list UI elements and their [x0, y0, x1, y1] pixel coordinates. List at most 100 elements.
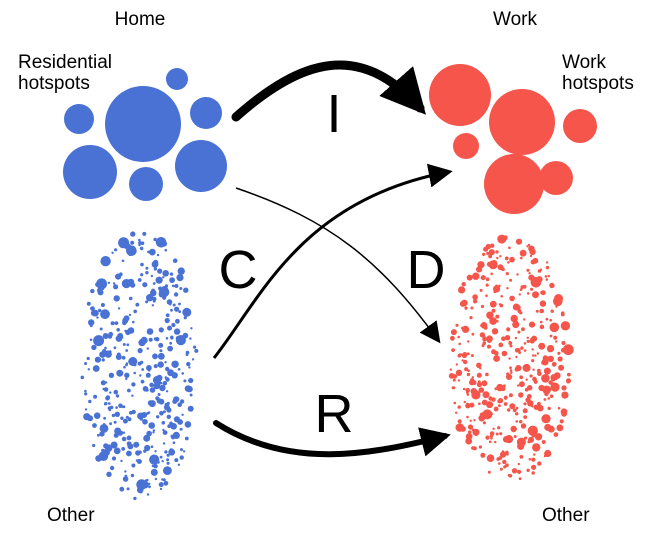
other-work-dot [543, 398, 547, 401]
other-home-dot [139, 374, 142, 377]
other-work-dot [464, 306, 468, 310]
other-home-dot [170, 336, 174, 340]
other-work-dot [523, 415, 528, 419]
other-work-dot [516, 273, 519, 276]
other-home-dot [130, 231, 136, 237]
other-work-dot [519, 311, 523, 315]
other-home-dot [188, 366, 191, 369]
other-work-dot [470, 354, 474, 358]
other-home-dot [90, 310, 98, 317]
other-work-dot [466, 352, 470, 356]
home-column-title: Home [115, 9, 166, 30]
other-home-dot [119, 486, 125, 492]
other-home-dot [155, 276, 163, 284]
other-home-dot [100, 380, 106, 386]
other-work-dot [481, 380, 488, 387]
other-work-dot [531, 464, 537, 470]
other-work-dot [549, 322, 560, 333]
other-work-dot [561, 391, 569, 399]
other-work-dot [531, 405, 534, 408]
other-work-dot [511, 468, 518, 474]
other-work-dot [521, 327, 525, 332]
other-work-dot [551, 361, 557, 367]
other-work-dot [517, 462, 521, 466]
other-home-dot [126, 245, 137, 256]
other-work-dot [510, 371, 513, 374]
other-work-dot [515, 412, 519, 416]
other-home-dot [167, 345, 174, 352]
other-work-dot [494, 350, 499, 356]
other-work-dot [555, 340, 558, 343]
other-work-dot [523, 318, 526, 321]
other-home-dot [188, 377, 194, 384]
other-home-dot [114, 248, 118, 252]
other-work-dot [532, 376, 537, 382]
work-hotspot-cluster [429, 64, 597, 214]
other-home-dot [146, 493, 150, 496]
other-work-dot [545, 388, 548, 392]
residential-hotspot-cluster [63, 68, 227, 201]
other-work-dot [501, 267, 505, 272]
other-home-dot [126, 441, 132, 447]
other-work-dot [486, 261, 492, 267]
other-home-dot [151, 464, 154, 468]
other-work-dot [519, 381, 525, 388]
other-work-dot [537, 404, 544, 412]
other-work-dot [558, 364, 565, 371]
other-work-dot [549, 282, 555, 289]
other-work-dot [526, 292, 530, 295]
other-work-dot [535, 309, 539, 313]
other-home-dot [135, 450, 141, 456]
other-home-dot [138, 243, 141, 247]
other-home-dot [130, 240, 135, 245]
other-work-dot [501, 350, 508, 357]
other-home-dot [132, 320, 135, 324]
other-home-dot [184, 421, 192, 428]
other-work-dot [517, 330, 521, 334]
other-work-dot [485, 372, 489, 377]
other-home-dot [159, 384, 166, 392]
other-home-dot [169, 421, 173, 426]
other-home-dot [131, 382, 136, 387]
other-work-dot [519, 249, 527, 257]
other-work-dot [462, 325, 470, 333]
other-home-dot [155, 396, 160, 401]
other-work-dot [557, 351, 561, 355]
other-home-dot [174, 306, 180, 312]
other-home-dot [84, 389, 87, 393]
other-work-dot [488, 440, 492, 444]
other-work-dot [500, 295, 504, 298]
other-work-dot [449, 368, 452, 371]
other-home-dot [169, 341, 173, 345]
other-work-dot [548, 380, 553, 385]
residential-hotspot-large [105, 86, 181, 162]
other-work-dot [477, 261, 485, 269]
other-home-dot [87, 368, 91, 371]
other-work-dot [491, 308, 496, 313]
other-home-dot [171, 436, 175, 440]
other-work-dot [541, 360, 546, 365]
other-home-dot [158, 286, 163, 291]
other-work-dot [472, 294, 478, 300]
other-home-dot [156, 415, 160, 419]
other-work-dot [486, 251, 490, 256]
other-work-dot [508, 340, 511, 344]
other-home-dot [133, 371, 136, 375]
other-work-dot [451, 386, 455, 390]
other-work-dot [532, 291, 539, 299]
other-home-dot [174, 458, 179, 463]
other-home-dot [136, 479, 147, 490]
other-work-dot [481, 399, 488, 406]
other-home-dot [157, 352, 165, 360]
other-work-dot [520, 285, 525, 289]
other-home-dot [189, 393, 193, 397]
other-work-dot [519, 455, 524, 459]
other-work-dot [505, 463, 509, 468]
other-work-dot [561, 385, 567, 391]
other-work-dot [498, 462, 501, 465]
other-home-dot [166, 461, 170, 465]
other-work-dot [515, 420, 519, 423]
other-home-dot [99, 351, 106, 358]
other-home-dot [116, 369, 124, 377]
other-home-dot [144, 444, 151, 452]
